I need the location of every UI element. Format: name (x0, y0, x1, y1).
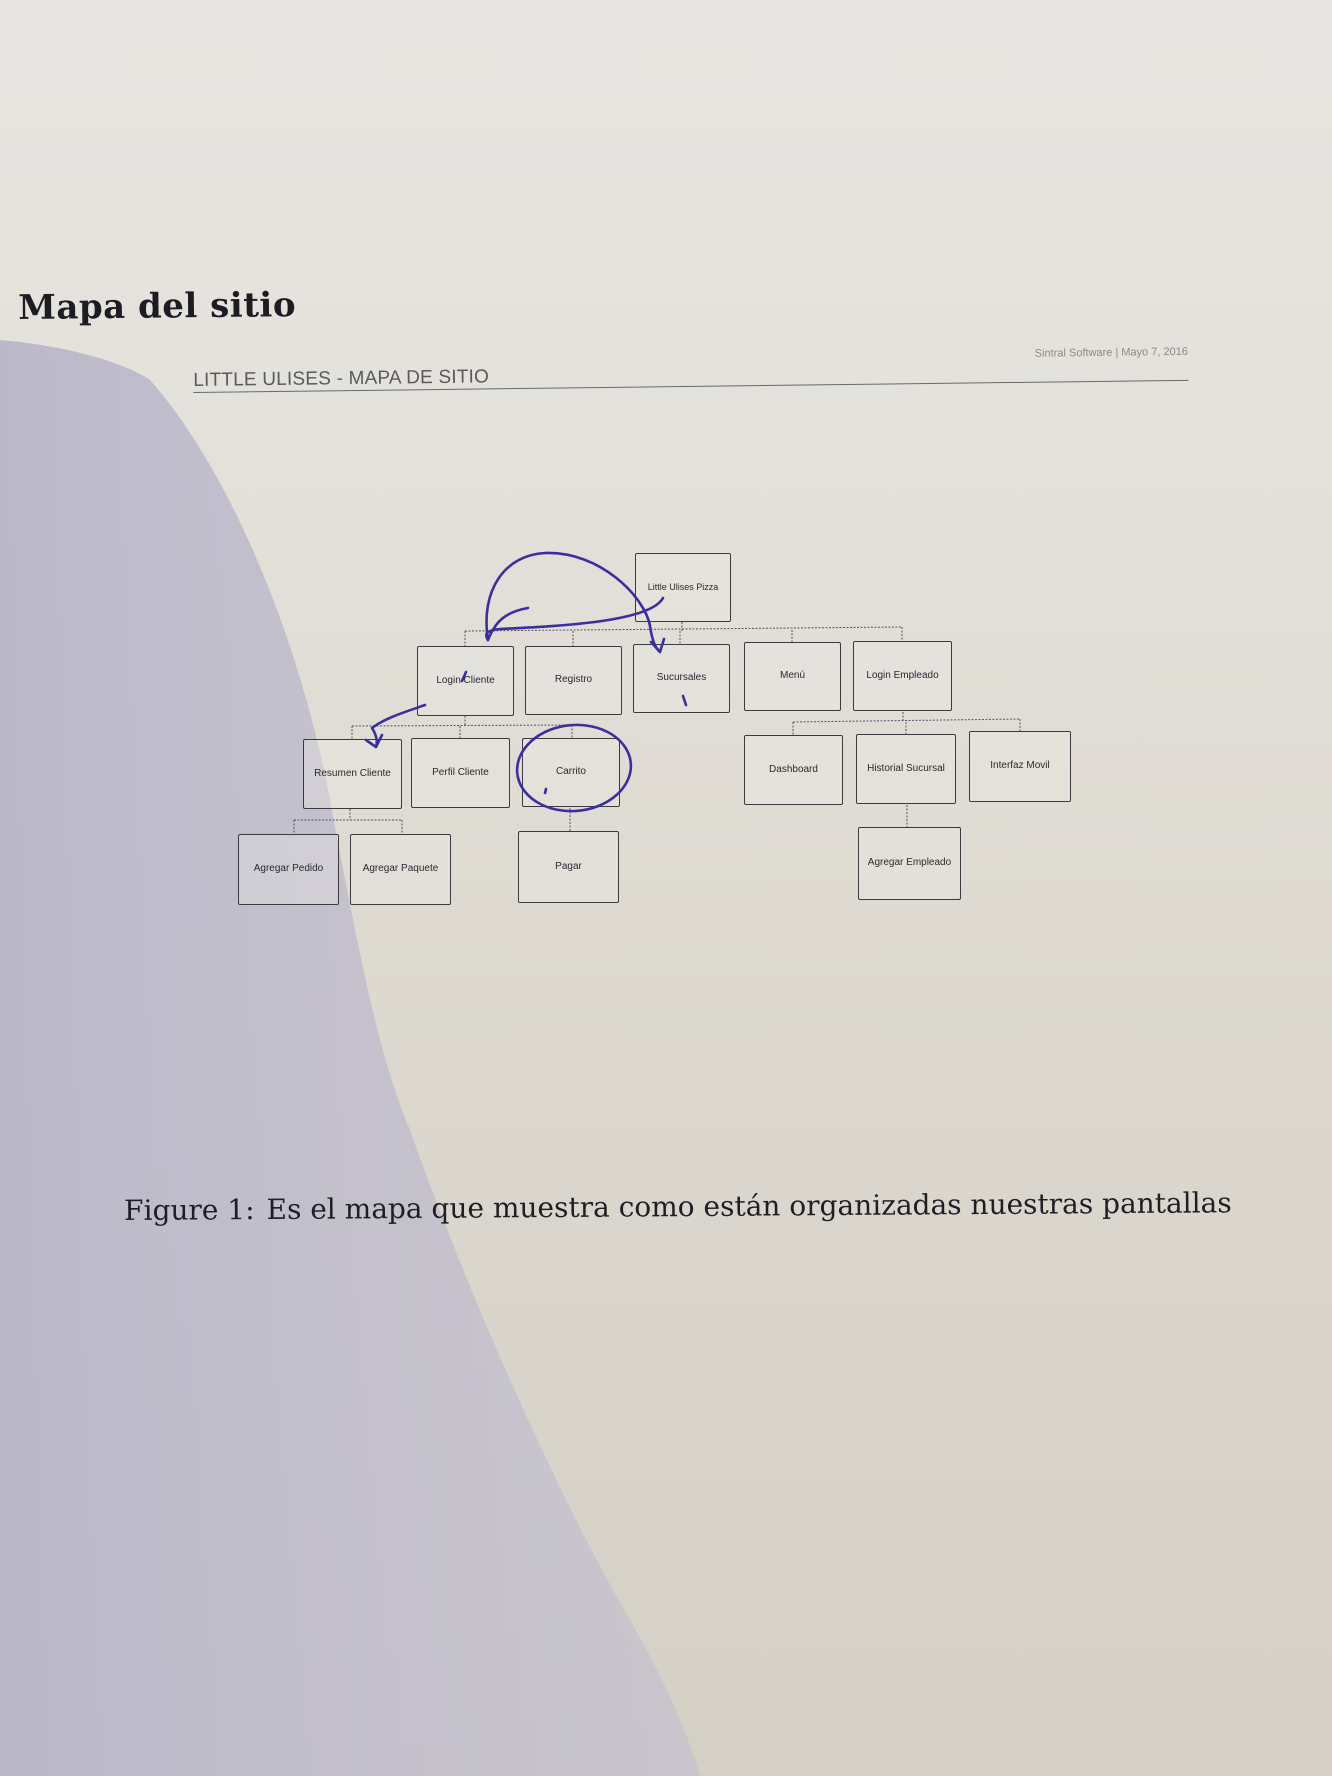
node-agregar-paquete: Agregar Paquete (350, 834, 451, 905)
node-perfil-cliente: Perfil Cliente (411, 738, 510, 808)
pen-arrow-login-to-resumen (370, 703, 427, 748)
node-root: Little Ulises Pizza (635, 553, 731, 622)
pen-hook-login (486, 606, 530, 642)
node-interfaz-movil: Interfaz Movil (969, 731, 1071, 802)
pen-mark-carrito (543, 787, 548, 795)
pen-arrowhead-sucursales (649, 637, 666, 654)
node-login-cliente: Login Cliente (417, 646, 514, 716)
pen-mark-login (460, 670, 468, 683)
pen-circle-carrito (515, 723, 633, 813)
pen-arrowhead-resumen (364, 733, 384, 749)
pen-loop-over-login (485, 551, 662, 654)
pen-arc-sucursales-to-login (485, 596, 665, 642)
node-login-empleado: Login Empleado (853, 641, 952, 711)
node-agregar-pedido: Agregar Pedido (238, 834, 339, 905)
node-menu: Menú (744, 642, 841, 711)
node-resumen-cliente: Resumen Cliente (303, 739, 402, 809)
node-agregar-empleado: Agregar Empleado (858, 827, 961, 900)
node-historial-sucursal: Historial Sucursal (856, 734, 956, 804)
node-sucursales: Sucursales (633, 644, 730, 713)
node-dashboard: Dashboard (744, 735, 843, 805)
caption-label: Figure 1: (124, 1193, 255, 1227)
node-carrito: Carrito (522, 738, 620, 807)
node-pagar: Pagar (518, 831, 619, 903)
node-registro: Registro (525, 646, 622, 715)
caption-text: Es el mapa que muestra como están organi… (266, 1186, 1232, 1227)
pen-mark-sucursales (681, 694, 688, 707)
